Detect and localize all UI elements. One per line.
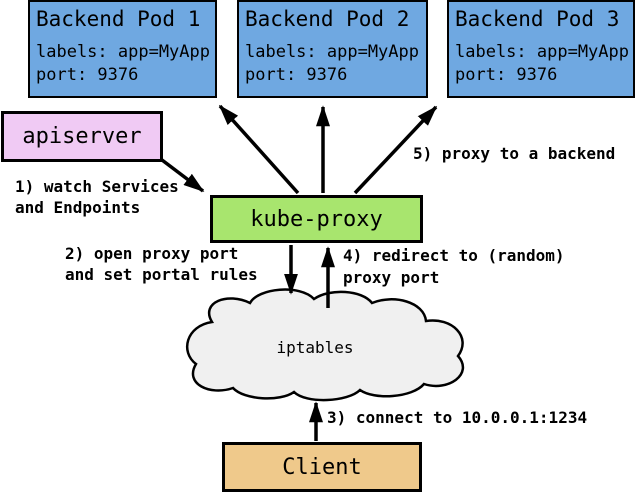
backend-pod-3-title: Backend Pod 3 bbox=[455, 7, 620, 31]
step1-line2: and Endpoints bbox=[15, 198, 141, 217]
apiserver-label: apiserver bbox=[22, 124, 142, 149]
apiserver-box: apiserver bbox=[1, 111, 163, 162]
client-label: Client bbox=[282, 454, 362, 480]
backend-pod-1-port: port: 9376 bbox=[36, 65, 139, 85]
backend-pod-3-labels: labels: app=MyApp bbox=[455, 42, 629, 62]
backend-pod-2-title: Backend Pod 2 bbox=[245, 7, 410, 31]
step2-open-proxy-port-label: 2) open proxy port and set portal rules bbox=[65, 243, 258, 285]
step2-line2: and set portal rules bbox=[65, 265, 258, 284]
step3-connect-label: 3) connect to 10.0.0.1:1234 bbox=[327, 408, 588, 427]
step5-proxy-backend-label: 5) proxy to a backend bbox=[413, 144, 616, 163]
backend-pod-3-port: port: 9376 bbox=[455, 65, 558, 85]
backend-pod-3-box: Backend Pod 3 labels: app=MyApp port: 93… bbox=[447, 0, 635, 98]
step4-line1: 4) redirect to (random) bbox=[343, 246, 565, 265]
arrow-proxy-to-pod1 bbox=[218, 104, 300, 195]
kube-proxy-label: kube-proxy bbox=[250, 206, 383, 232]
step4-line2: proxy port bbox=[343, 268, 440, 287]
backend-pod-1-title: Backend Pod 1 bbox=[36, 7, 201, 31]
step2-line1: 2) open proxy port bbox=[65, 244, 239, 263]
step1-watch-services-label: 1) watch Services and Endpoints bbox=[15, 176, 179, 218]
step1-line1: 1) watch Services bbox=[15, 177, 179, 196]
step4-redirect-label: 4) redirect to (random) proxy port bbox=[343, 245, 565, 289]
kube-proxy-box: kube-proxy bbox=[210, 195, 423, 243]
backend-pod-2-port: port: 9376 bbox=[245, 65, 348, 85]
backend-pod-1-box: Backend Pod 1 labels: app=MyApp port: 93… bbox=[28, 0, 217, 98]
backend-pod-1-labels: labels: app=MyApp bbox=[36, 42, 210, 62]
iptables-label: iptables bbox=[276, 338, 354, 357]
backend-pod-2-box: Backend Pod 2 labels: app=MyApp port: 93… bbox=[237, 0, 428, 98]
client-box: Client bbox=[222, 442, 422, 492]
backend-pod-2-labels: labels: app=MyApp bbox=[245, 42, 419, 62]
